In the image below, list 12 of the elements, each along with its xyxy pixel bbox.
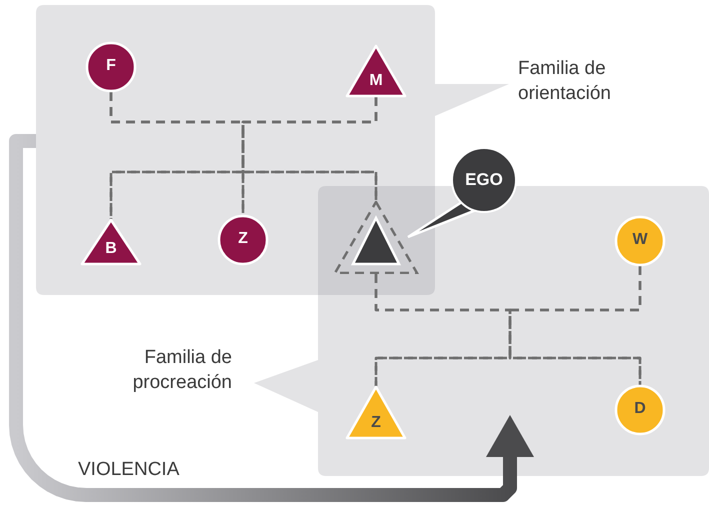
kin-initial: F (105, 57, 117, 75)
ego-speech-bubble: EGO (451, 147, 517, 213)
kin-initial: Z (370, 414, 382, 432)
kinship-line (508, 266, 642, 385)
kin-initial: Z (237, 230, 249, 248)
kin-initial: M (368, 72, 384, 90)
kin-initial: W (631, 231, 649, 249)
kin-initial: D (633, 400, 647, 418)
group-label: Familia de orientación (518, 57, 612, 106)
group-label: Familia de procreación (132, 346, 232, 395)
kin-initial: B (104, 240, 118, 258)
thick-arrow (9, 134, 534, 502)
